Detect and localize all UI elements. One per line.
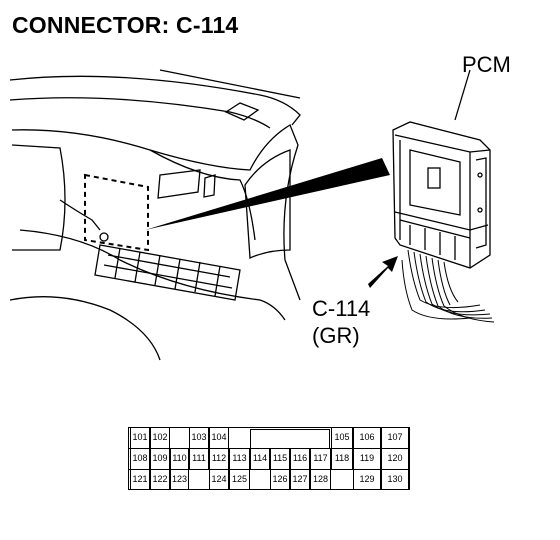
pin-104: 104 xyxy=(209,427,229,448)
pcm-location-box xyxy=(84,173,149,252)
relay-block xyxy=(94,244,241,301)
pin-115: 115 xyxy=(270,448,290,469)
pin-127: 127 xyxy=(290,469,310,490)
leader-beam xyxy=(145,158,390,230)
pinout-frame xyxy=(128,427,410,490)
pin-123: 123 xyxy=(170,469,189,490)
pin-119: 119 xyxy=(353,448,381,469)
pin-107: 107 xyxy=(381,427,409,448)
pin-113: 113 xyxy=(229,448,250,469)
pin-112: 112 xyxy=(209,448,229,469)
wire-harness xyxy=(401,249,495,323)
lower-trim xyxy=(19,229,286,321)
pin-empty xyxy=(170,427,189,448)
pin-empty xyxy=(331,469,353,490)
dash-top-inner xyxy=(9,97,271,129)
vent-clip xyxy=(203,174,216,198)
pin-103: 103 xyxy=(189,427,209,448)
pin-empty xyxy=(229,427,250,448)
pinout-row-divider xyxy=(128,448,410,449)
pin-124: 124 xyxy=(209,469,229,490)
pinout-row-divider xyxy=(128,469,410,470)
dashboard-illustration xyxy=(9,69,495,361)
glove-box xyxy=(244,149,291,259)
pin-101: 101 xyxy=(130,427,150,448)
pin-109: 109 xyxy=(150,448,170,469)
kick-panel xyxy=(9,296,161,361)
defroster-vent xyxy=(224,102,260,121)
pin-118: 118 xyxy=(331,448,353,469)
pcm-module xyxy=(392,69,491,269)
pin-105: 105 xyxy=(331,427,353,448)
pin-116: 116 xyxy=(290,448,310,469)
windshield-edge xyxy=(159,69,301,99)
connector-arrow xyxy=(368,256,398,288)
diagram-title: CONNECTOR: C-114 xyxy=(12,12,239,38)
connector-label: C-114 xyxy=(312,296,371,321)
pin-108: 108 xyxy=(130,448,150,469)
pin-125: 125 xyxy=(229,469,250,490)
pin-empty xyxy=(250,469,270,490)
left-panel xyxy=(11,144,66,251)
pin-120: 120 xyxy=(381,448,409,469)
side-vent xyxy=(157,169,201,199)
pin-114: 114 xyxy=(250,448,270,469)
connector-color-label: (GR) xyxy=(312,323,360,348)
pin-117: 117 xyxy=(310,448,331,469)
pin-102: 102 xyxy=(150,427,170,448)
pin-130: 130 xyxy=(381,469,409,490)
pin-106: 106 xyxy=(353,427,381,448)
pin-128: 128 xyxy=(310,469,331,490)
dash-face-inner xyxy=(149,149,256,241)
pin-122: 122 xyxy=(150,469,170,490)
pcm-label: PCM xyxy=(462,52,511,77)
pin-126: 126 xyxy=(270,469,290,490)
pin-129: 129 xyxy=(353,469,381,490)
pin-111: 111 xyxy=(189,448,209,469)
pinout-keyway xyxy=(250,429,330,448)
pin-110: 110 xyxy=(170,448,189,469)
dash-top-outline xyxy=(9,75,301,126)
pin-121: 121 xyxy=(130,469,150,490)
pin-empty xyxy=(189,469,209,490)
